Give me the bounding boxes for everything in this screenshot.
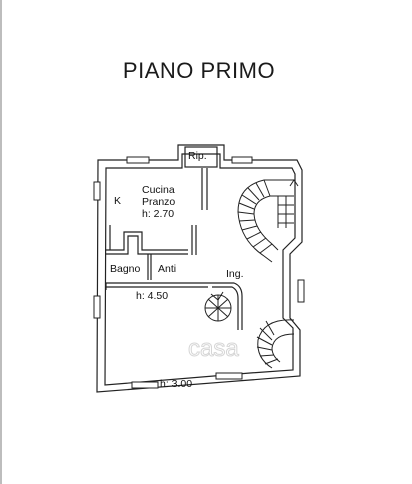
label-cucina: Cucina [142, 184, 175, 196]
ripostiglio-walls [184, 146, 218, 168]
label-height-middle: h: 4.50 [136, 290, 168, 302]
label-height-upper: h: 2.70 [142, 208, 174, 220]
label-pranzo: Pranzo [142, 196, 175, 208]
label-rip: Rip. [188, 150, 207, 162]
label-bagno: Bagno [110, 263, 141, 275]
label-kitchen-marker: K [114, 195, 121, 207]
label-ingresso: Ing. [226, 268, 244, 280]
watermark: casa [188, 335, 239, 362]
main-staircase [237, 179, 299, 263]
lower-staircase [256, 319, 295, 369]
label-height-lower: h: 3.00 [160, 378, 192, 390]
small-spiral-staircase [204, 291, 232, 322]
page-title: PIANO PRIMO [122, 58, 276, 83]
label-anti: Anti [158, 263, 176, 275]
windows [93, 156, 305, 389]
outer-wall [96, 144, 303, 393]
interior-walls [105, 168, 243, 330]
